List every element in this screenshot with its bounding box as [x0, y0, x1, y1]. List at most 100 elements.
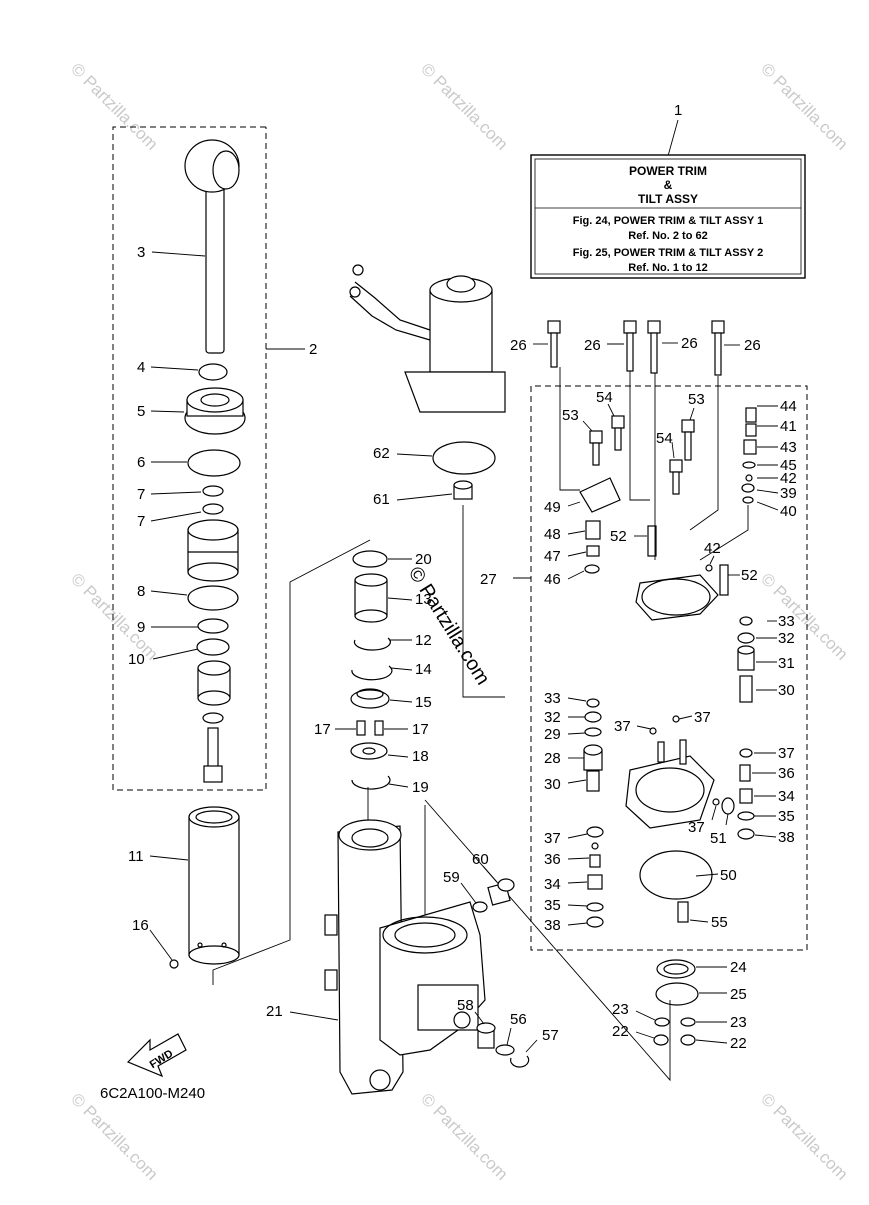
- callout-17b: 17: [412, 721, 429, 738]
- callout-5: 5: [137, 403, 145, 420]
- callout-62: 62: [373, 445, 390, 462]
- callout-29: 29: [544, 726, 561, 743]
- bottom-seals: [653, 959, 699, 1046]
- info-title-line3: TILT ASSY: [638, 192, 698, 206]
- callout-23b: 23: [730, 1014, 747, 1031]
- callout-41: 41: [780, 418, 797, 435]
- callout-56: 56: [510, 1011, 527, 1028]
- callout-26a: 26: [510, 337, 527, 354]
- callout-53b: 53: [688, 391, 705, 408]
- callout-60: 60: [472, 851, 489, 868]
- part-16-ball: [169, 959, 179, 969]
- callout-37c: 37: [778, 745, 795, 762]
- callout-44: 44: [780, 398, 797, 415]
- tilt-piston: [187, 519, 239, 582]
- callout-52b: 52: [741, 567, 758, 584]
- callout-52a: 52: [610, 528, 627, 545]
- callout-50: 50: [720, 867, 737, 884]
- callout-53a: 53: [562, 407, 579, 424]
- callout-26c: 26: [681, 335, 698, 352]
- part-7a: [202, 485, 224, 497]
- callout-40: 40: [780, 503, 797, 520]
- part-6-o-ring: [187, 449, 241, 477]
- callout-31: 31: [778, 655, 795, 672]
- callout-39: 39: [780, 485, 797, 502]
- part-58-fitting: [476, 1022, 496, 1049]
- callout-47: 47: [544, 548, 561, 565]
- callout-54a: 54: [596, 389, 613, 406]
- callout-11: 11: [128, 848, 144, 865]
- watermark-bottom-left: © Partzilla.com: [67, 1089, 161, 1183]
- callout-37e: 37: [544, 830, 561, 847]
- callout-19: 19: [412, 779, 429, 796]
- callout-25: 25: [730, 986, 747, 1003]
- fwd-arrow: FWD: [126, 1033, 187, 1078]
- callout-35a: 35: [778, 808, 795, 825]
- callout-12: 12: [415, 632, 432, 649]
- callout-34a: 34: [778, 788, 795, 805]
- callout-16: 16: [132, 917, 149, 934]
- callout-37d: 37: [688, 819, 705, 836]
- callout-32b: 32: [544, 709, 561, 726]
- callout-21: 21: [266, 1003, 283, 1020]
- callout-33a: 33: [778, 613, 795, 630]
- callout-8: 8: [137, 583, 145, 600]
- callout-23a: 23: [612, 1001, 629, 1018]
- watermark-bottom-center: © Partzilla.com: [417, 1089, 511, 1183]
- pump-group-frame: [530, 385, 808, 951]
- callout-35b: 35: [544, 897, 561, 914]
- trim-motor: [349, 264, 506, 413]
- tilt-rod: [184, 139, 240, 354]
- part-5-cylinder-head: [184, 387, 246, 435]
- info-line1: Fig. 24, POWER TRIM & TILT ASSY 1: [573, 215, 763, 227]
- callout-22b: 22: [730, 1035, 747, 1052]
- callout-34b: 34: [544, 876, 561, 893]
- callout-58: 58: [457, 997, 474, 1014]
- watermark-top-center: © Partzilla.com: [417, 59, 511, 153]
- callout-59: 59: [443, 869, 460, 886]
- callout-36b: 36: [544, 851, 561, 868]
- callout-54b: 54: [656, 430, 673, 447]
- watermark-top-left: © Partzilla.com: [67, 59, 161, 153]
- part-59: [472, 901, 488, 913]
- watermark-mid-left: © Partzilla.com: [67, 569, 161, 663]
- callout-30a: 30: [778, 682, 795, 699]
- part-56: [495, 1044, 515, 1056]
- callout-9: 9: [137, 619, 145, 636]
- info-line4: Ref. No. 1 to 12: [628, 262, 707, 274]
- pump-upper: [579, 407, 757, 621]
- watermark-top-right: © Partzilla.com: [757, 59, 851, 153]
- callout-15: 15: [415, 694, 432, 711]
- callout-3: 3: [137, 244, 145, 261]
- part-4: [198, 363, 228, 381]
- callout-42b: 42: [704, 540, 721, 557]
- part-8-o-ring: [187, 585, 239, 611]
- part-57: [510, 1055, 530, 1068]
- callout-57: 57: [542, 1027, 559, 1044]
- callout-14: 14: [415, 661, 432, 678]
- bolts-26: [547, 320, 725, 376]
- callout-48: 48: [544, 526, 561, 543]
- callout-7b: 7: [137, 513, 145, 530]
- callout-18: 18: [412, 748, 429, 765]
- assembly-info-box: 1 POWER TRIM & TILT ASSY Fig. 24, POWER …: [530, 102, 806, 279]
- part-62-o-ring: [432, 441, 496, 475]
- callout-1: 1: [674, 102, 682, 119]
- callout-37a: 37: [614, 718, 631, 735]
- lower-piston-parts: [197, 660, 231, 783]
- callout-33b: 33: [544, 690, 561, 707]
- diagram-code: 6C2A100-M240: [100, 1085, 205, 1102]
- callout-38a: 38: [778, 829, 795, 846]
- callout-22a: 22: [612, 1023, 629, 1040]
- callout-27: 27: [480, 571, 497, 588]
- callout-17a: 17: [314, 721, 331, 738]
- callout-51: 51: [710, 830, 727, 847]
- info-line3: Fig. 25, POWER TRIM & TILT ASSY 2: [573, 247, 763, 259]
- info-title-line2: &: [664, 178, 673, 192]
- callout-30b: 30: [544, 776, 561, 793]
- part-61: [453, 480, 473, 500]
- callout-37b: 37: [694, 709, 711, 726]
- callout-13: 13: [415, 591, 432, 608]
